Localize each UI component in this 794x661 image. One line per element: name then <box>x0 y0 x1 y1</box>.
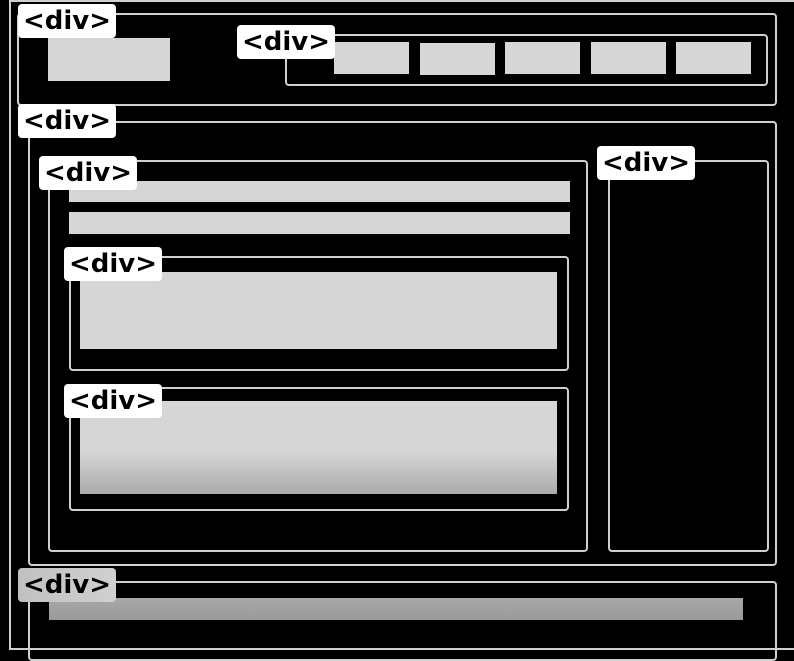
nav-item-4 <box>591 42 666 74</box>
content-heading-placeholder <box>69 181 570 202</box>
nav-div-tag: <div> <box>237 25 336 59</box>
sidebar-div-tag: <div> <box>597 146 696 180</box>
footer-placeholder <box>49 598 743 620</box>
content-div <box>48 160 588 552</box>
card-1-placeholder <box>80 272 557 349</box>
logo-placeholder <box>48 38 170 81</box>
card-2-div-tag: <div> <box>64 384 163 418</box>
main-div <box>28 121 777 566</box>
nav-item-3 <box>505 42 580 74</box>
nav-div <box>285 34 768 86</box>
nav-item-1 <box>334 42 409 74</box>
sidebar-div <box>608 160 769 552</box>
header-div-tag: <div> <box>18 4 117 38</box>
card-2-div <box>69 387 569 511</box>
footer-div <box>28 581 777 661</box>
footer-div-tag: <div> <box>18 568 117 602</box>
header-div <box>17 13 777 106</box>
nav-item-2 <box>420 43 495 75</box>
card-1-div <box>69 256 569 371</box>
content-text-placeholder <box>69 212 570 234</box>
content-div-tag: <div> <box>39 156 138 190</box>
nav-item-5 <box>676 42 751 74</box>
main-div-tag: <div> <box>18 104 117 138</box>
card-1-div-tag: <div> <box>64 247 163 281</box>
